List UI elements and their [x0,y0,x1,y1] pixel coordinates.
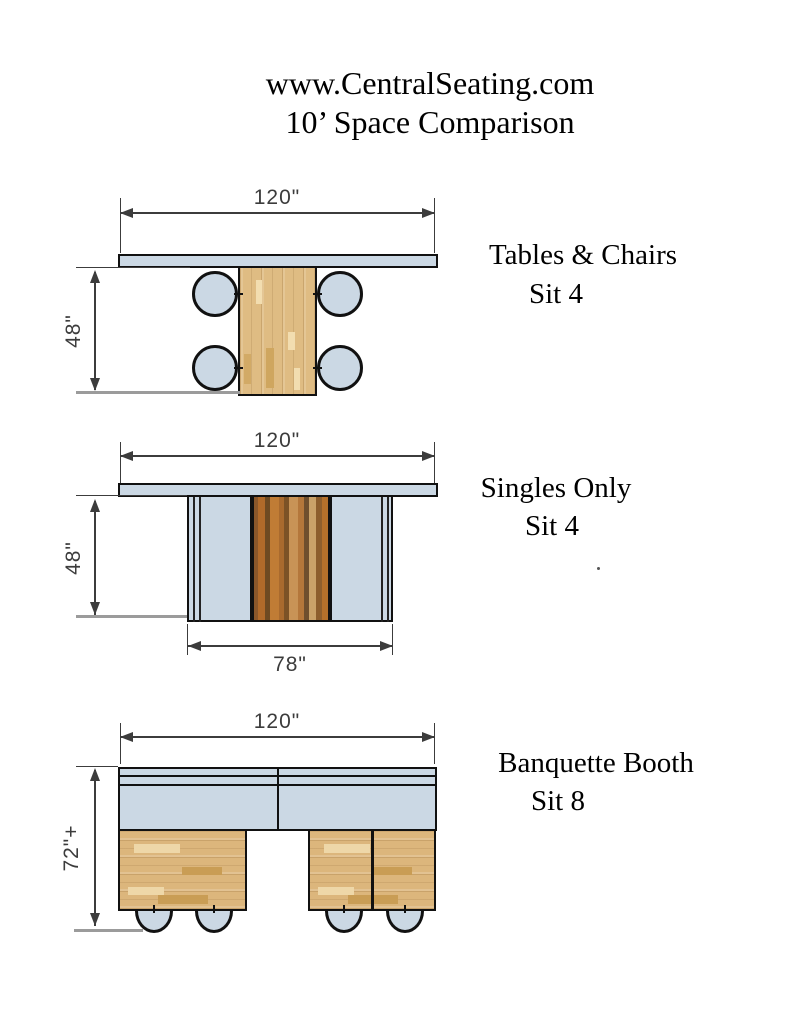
diagram-label: Singles Only [480,472,632,504]
banquette-divider [277,767,279,831]
diagram-seats-label: Sit 4 [529,278,583,310]
dimension-arrowhead [90,270,100,283]
width-dimension-label: 120" [253,429,301,452]
extension-line [76,495,187,496]
extension-line [434,442,435,483]
chair-tick [313,293,322,295]
extension-line [434,723,435,764]
dimension-arrowhead [90,913,100,926]
dimension-arrowhead [90,499,100,512]
diagram-label: Tables & Chairs [488,239,678,271]
reference-line [74,929,143,932]
dimension-arrowhead [422,732,435,742]
chair-tick [343,905,345,913]
chair-tick [234,367,243,369]
reference-line [76,615,187,618]
dimension-arrowhead [422,451,435,461]
chair-tick [404,905,406,913]
stool [325,911,363,933]
bench-trim-line [193,497,195,622]
chair-tick [213,905,215,913]
bench-trim-line [387,497,389,622]
extension-line [120,198,121,253]
chair-tick [153,905,155,913]
booth-width-dimension-label: 78" [273,653,307,676]
extension-line [120,723,121,764]
dimension-line [94,770,96,926]
dimension-arrowhead [120,208,133,218]
banquette-table-left [118,831,247,911]
dimension-arrowhead [120,732,133,742]
tabletop-bar [118,483,438,497]
bench-trim-line [381,497,383,622]
dimension-line [120,455,435,457]
dimension-line [120,736,435,738]
tabletop-bar [118,254,438,268]
page-title-line1: www.CentralSeating.com [265,65,595,101]
stool [386,911,424,933]
dimension-arrowhead [90,602,100,615]
dimension-line [120,212,435,214]
chair [317,271,363,317]
width-dimension-label: 120" [253,186,301,209]
booth-table [252,497,330,622]
stool [195,911,233,933]
diagram-label: Banquette Booth [498,747,694,779]
table-divider [371,831,374,911]
extension-line [434,198,435,253]
chair-tick [313,367,322,369]
extension-line [120,442,121,483]
dimension-line [94,272,96,390]
bench-seat-left [187,497,252,622]
extension-line [187,624,188,655]
depth-dimension-label: 72"+ [60,824,83,872]
chair [192,271,238,317]
dimension-line [188,645,393,647]
reference-line [76,391,240,394]
dimension-arrowhead [422,208,435,218]
page-title-line2: 10’ Space Comparison [285,104,575,140]
bench-trim-line [199,497,201,622]
dimension-arrowhead [380,641,393,651]
dimension-arrowhead [120,451,133,461]
extension-line [76,766,118,767]
dimension-arrowhead [90,378,100,391]
width-dimension-label: 120" [253,710,301,733]
extension-line [76,267,190,268]
diagram-seats-label: Sit 4 [525,510,579,542]
page-title: www.CentralSeating.com 10’ Space Compari… [60,64,795,142]
dimension-arrowhead [90,768,100,781]
dining-table [238,268,317,396]
extension-line [392,624,393,655]
diagram-seats-label: Sit 8 [531,785,585,817]
dimension-line [94,501,96,615]
chair-tick [234,293,243,295]
stray-dot-mark [597,567,600,570]
dimension-arrowhead [188,641,201,651]
